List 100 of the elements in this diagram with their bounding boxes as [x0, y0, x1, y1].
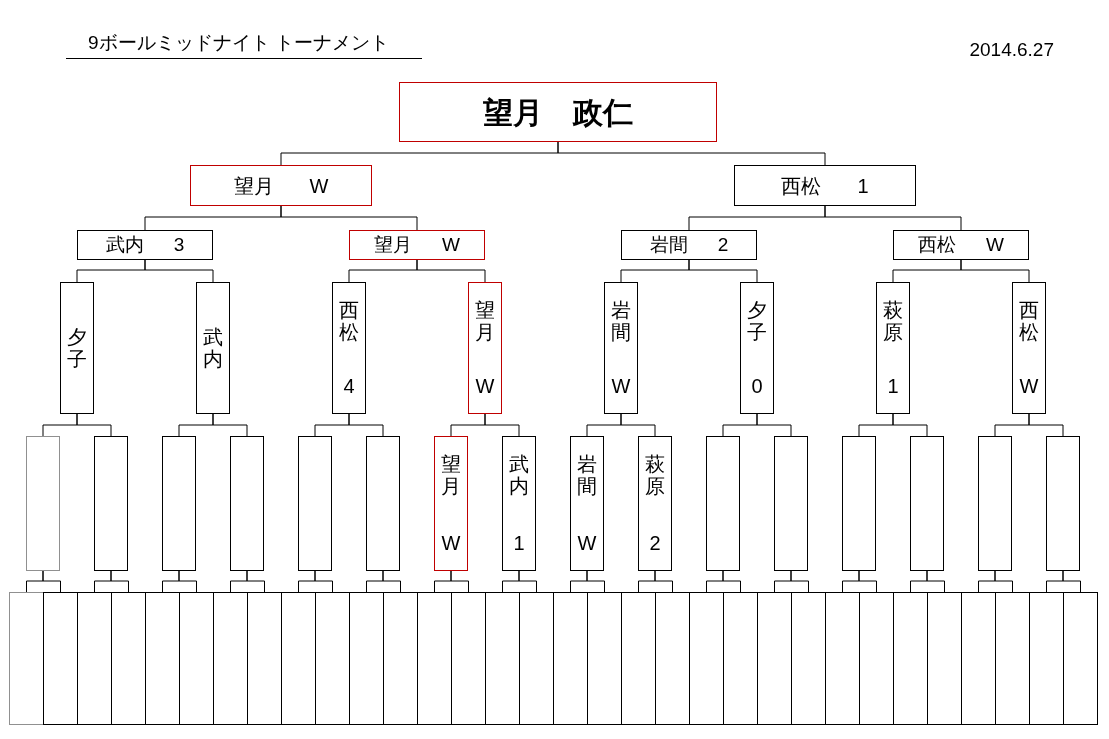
player-name: 西松 [1019, 299, 1039, 343]
bracket-line [586, 570, 605, 593]
empty-entry-box [995, 592, 1030, 725]
bracket-line [314, 570, 333, 593]
player-name: 夕子 [67, 326, 87, 370]
empty-entry-box [1029, 592, 1064, 725]
player-box [604, 282, 638, 414]
match-score: 1 [857, 173, 869, 199]
empty-entry-box [893, 592, 928, 725]
empty-entry-box [349, 592, 384, 725]
bracket-line [892, 413, 928, 437]
player-name: 萩原 [883, 299, 903, 343]
bracket-line [76, 413, 112, 437]
player-box [434, 436, 468, 571]
player-name: 岩間 [577, 453, 597, 497]
match-score: W [577, 532, 597, 554]
match-score: 3 [173, 232, 185, 257]
bracket-line [654, 570, 673, 593]
empty-entry-box [825, 592, 860, 725]
bracket-line [1062, 570, 1081, 593]
bracket-line [1028, 413, 1064, 437]
player-name: 岩間 [649, 232, 688, 257]
bracket-line [756, 413, 792, 437]
match-score: 4 [342, 375, 356, 397]
bracket-line [484, 413, 520, 437]
player-box [734, 165, 916, 206]
player-name: 望月 政仁 [483, 94, 633, 131]
date-label: 2014.6.27 [969, 38, 1054, 62]
empty-entry-box [111, 592, 146, 725]
player-name: 望月 [441, 453, 461, 497]
empty-entry-box [774, 436, 808, 571]
player-box [876, 282, 910, 414]
player-name: 夕子 [747, 299, 767, 343]
player-box [196, 282, 230, 414]
player-name: 武内 [105, 232, 144, 257]
player-box [190, 165, 372, 206]
bracket-line [110, 570, 129, 593]
bracket-line [450, 570, 469, 593]
player-box [60, 282, 94, 414]
bracket-line [178, 570, 197, 593]
empty-entry-box [553, 592, 588, 725]
empty-entry-box [366, 436, 400, 571]
match-score: 1 [886, 375, 900, 397]
empty-entry-box [723, 592, 758, 725]
match-score: W [611, 375, 631, 397]
empty-entry-box [791, 592, 826, 725]
bracket-line [246, 570, 265, 593]
bracket-line [790, 570, 809, 593]
empty-entry-box [26, 436, 60, 571]
empty-entry-box [706, 436, 740, 571]
empty-entry-box [315, 592, 350, 725]
player-name: 西松 [339, 299, 359, 343]
bracket-line [348, 413, 384, 437]
match-score: W [442, 232, 460, 257]
player-name: 西松 [781, 173, 822, 199]
empty-entry-box [859, 592, 894, 725]
empty-entry-box [162, 436, 196, 571]
empty-entry-box [689, 592, 724, 725]
player-box [332, 282, 366, 414]
player-box [502, 436, 536, 571]
player-name: 武内 [203, 326, 223, 370]
match-score: 0 [750, 375, 764, 397]
match-score: 2 [648, 532, 662, 554]
bracket-line [416, 259, 486, 283]
empty-entry-box [927, 592, 962, 725]
bracket-line [722, 570, 741, 593]
empty-entry-box [1063, 592, 1098, 725]
empty-entry-box [247, 592, 282, 725]
bracket-line [824, 205, 962, 231]
bracket-line [382, 570, 401, 593]
bracket-line [518, 570, 537, 593]
player-name: 西松 [918, 232, 957, 257]
empty-entry-box [77, 592, 112, 725]
match-score: W [1019, 375, 1039, 397]
empty-entry-box [179, 592, 214, 725]
player-name: 萩原 [645, 453, 665, 497]
player-box [349, 230, 485, 260]
bracket-line [280, 205, 418, 231]
bracket-line [994, 570, 1013, 593]
bracket-line [144, 259, 214, 283]
player-box [638, 436, 672, 571]
empty-entry-box [519, 592, 554, 725]
match-score: 1 [512, 532, 526, 554]
bracket-line [688, 259, 758, 283]
player-name: 望月 [374, 232, 413, 257]
bracket-line [858, 570, 877, 593]
empty-entry-box [145, 592, 180, 725]
empty-entry-box [655, 592, 690, 725]
empty-entry-box [230, 436, 264, 571]
match-score: 2 [717, 232, 729, 257]
empty-entry-box [213, 592, 248, 725]
empty-entry-box [757, 592, 792, 725]
match-score: W [441, 532, 461, 554]
empty-entry-box [383, 592, 418, 725]
empty-entry-box [298, 436, 332, 571]
player-box [893, 230, 1029, 260]
player-box [77, 230, 213, 260]
empty-entry-box [43, 592, 78, 725]
bracket-line [557, 141, 826, 166]
title: 9ボールミッドナイト トーナメント [66, 30, 422, 59]
